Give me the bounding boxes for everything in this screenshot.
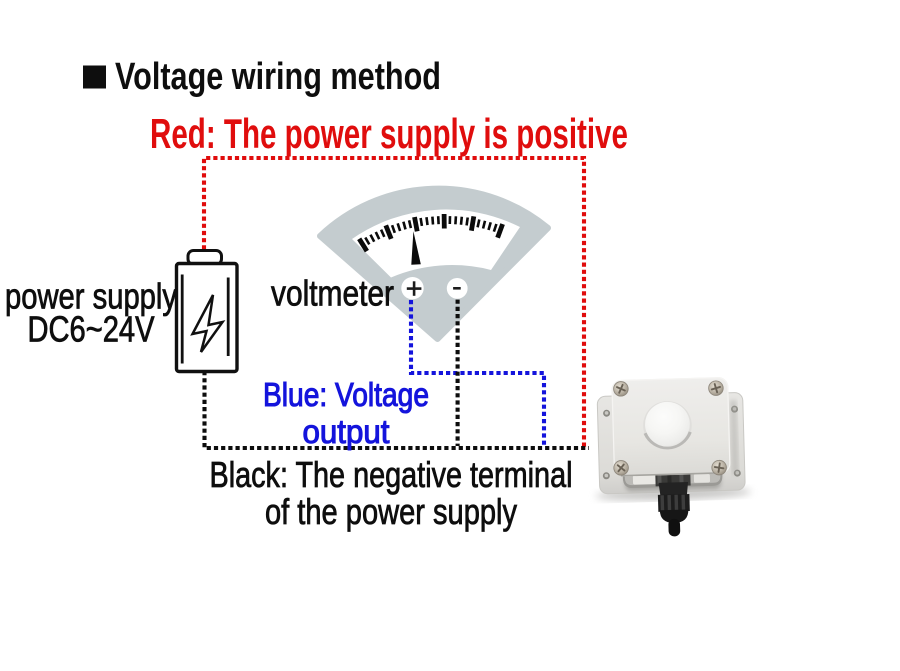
svg-text:voltmeter: voltmeter — [271, 273, 394, 314]
svg-text:of the power supply: of the power supply — [265, 491, 517, 532]
svg-text:Black: The negative terminal: Black: The negative terminal — [210, 454, 573, 495]
svg-text:Voltage wiring method: Voltage wiring method — [115, 56, 441, 98]
svg-text:power supply: power supply — [5, 276, 177, 317]
svg-text:Blue: Voltage: Blue: Voltage — [263, 376, 429, 413]
svg-text:output: output — [303, 413, 390, 450]
svg-text:DC6~24V: DC6~24V — [28, 309, 155, 350]
svg-text:Red: The power supply is posit: Red: The power supply is positive — [150, 110, 628, 157]
